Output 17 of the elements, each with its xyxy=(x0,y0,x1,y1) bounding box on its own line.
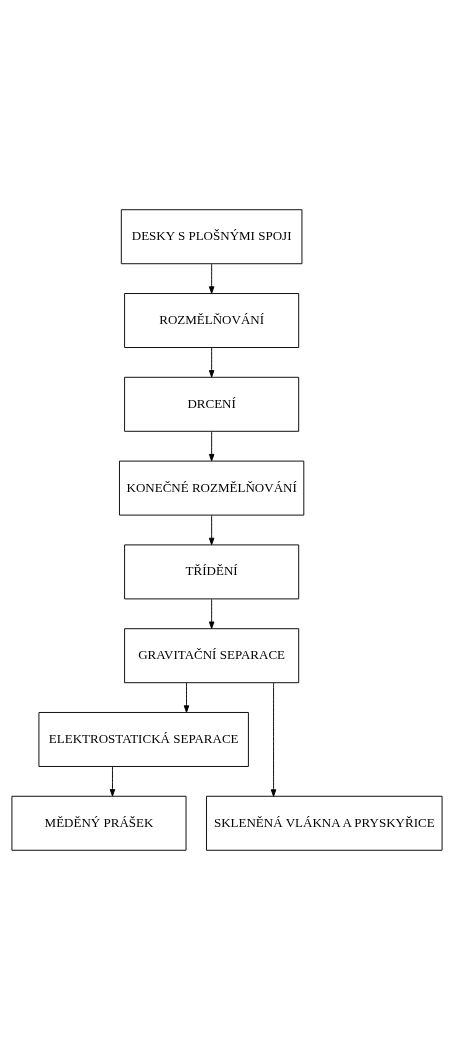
arrow xyxy=(208,514,215,545)
arrow xyxy=(270,682,277,797)
arrow xyxy=(208,430,215,461)
arrow xyxy=(208,598,215,629)
node-box: KONEČNÉ ROZMĚLŇOVÁNÍ xyxy=(119,460,305,516)
node-box: TŘÍDĚNÍ xyxy=(124,543,300,599)
node-box: DRCENÍ xyxy=(124,376,300,432)
arrow xyxy=(208,347,215,378)
arrow xyxy=(183,682,190,713)
arrow xyxy=(208,263,215,294)
node-box: SKLENĚNÁ VLÁKNA A PRYSKYŘICE xyxy=(206,795,443,851)
node-box: MĚDĚNÝ PRÁŠEK xyxy=(11,795,187,851)
node-box: DESKY S PLOŠNÝMI SPOJI xyxy=(120,208,303,264)
arrow xyxy=(109,765,116,797)
node-box: ELEKTROSTATICKÁ SEPARACE xyxy=(38,711,249,767)
node-box: GRAVITAČNÍ SEPARACE xyxy=(124,627,300,683)
node-box: ROZMĚLŇOVÁNÍ xyxy=(124,292,300,348)
